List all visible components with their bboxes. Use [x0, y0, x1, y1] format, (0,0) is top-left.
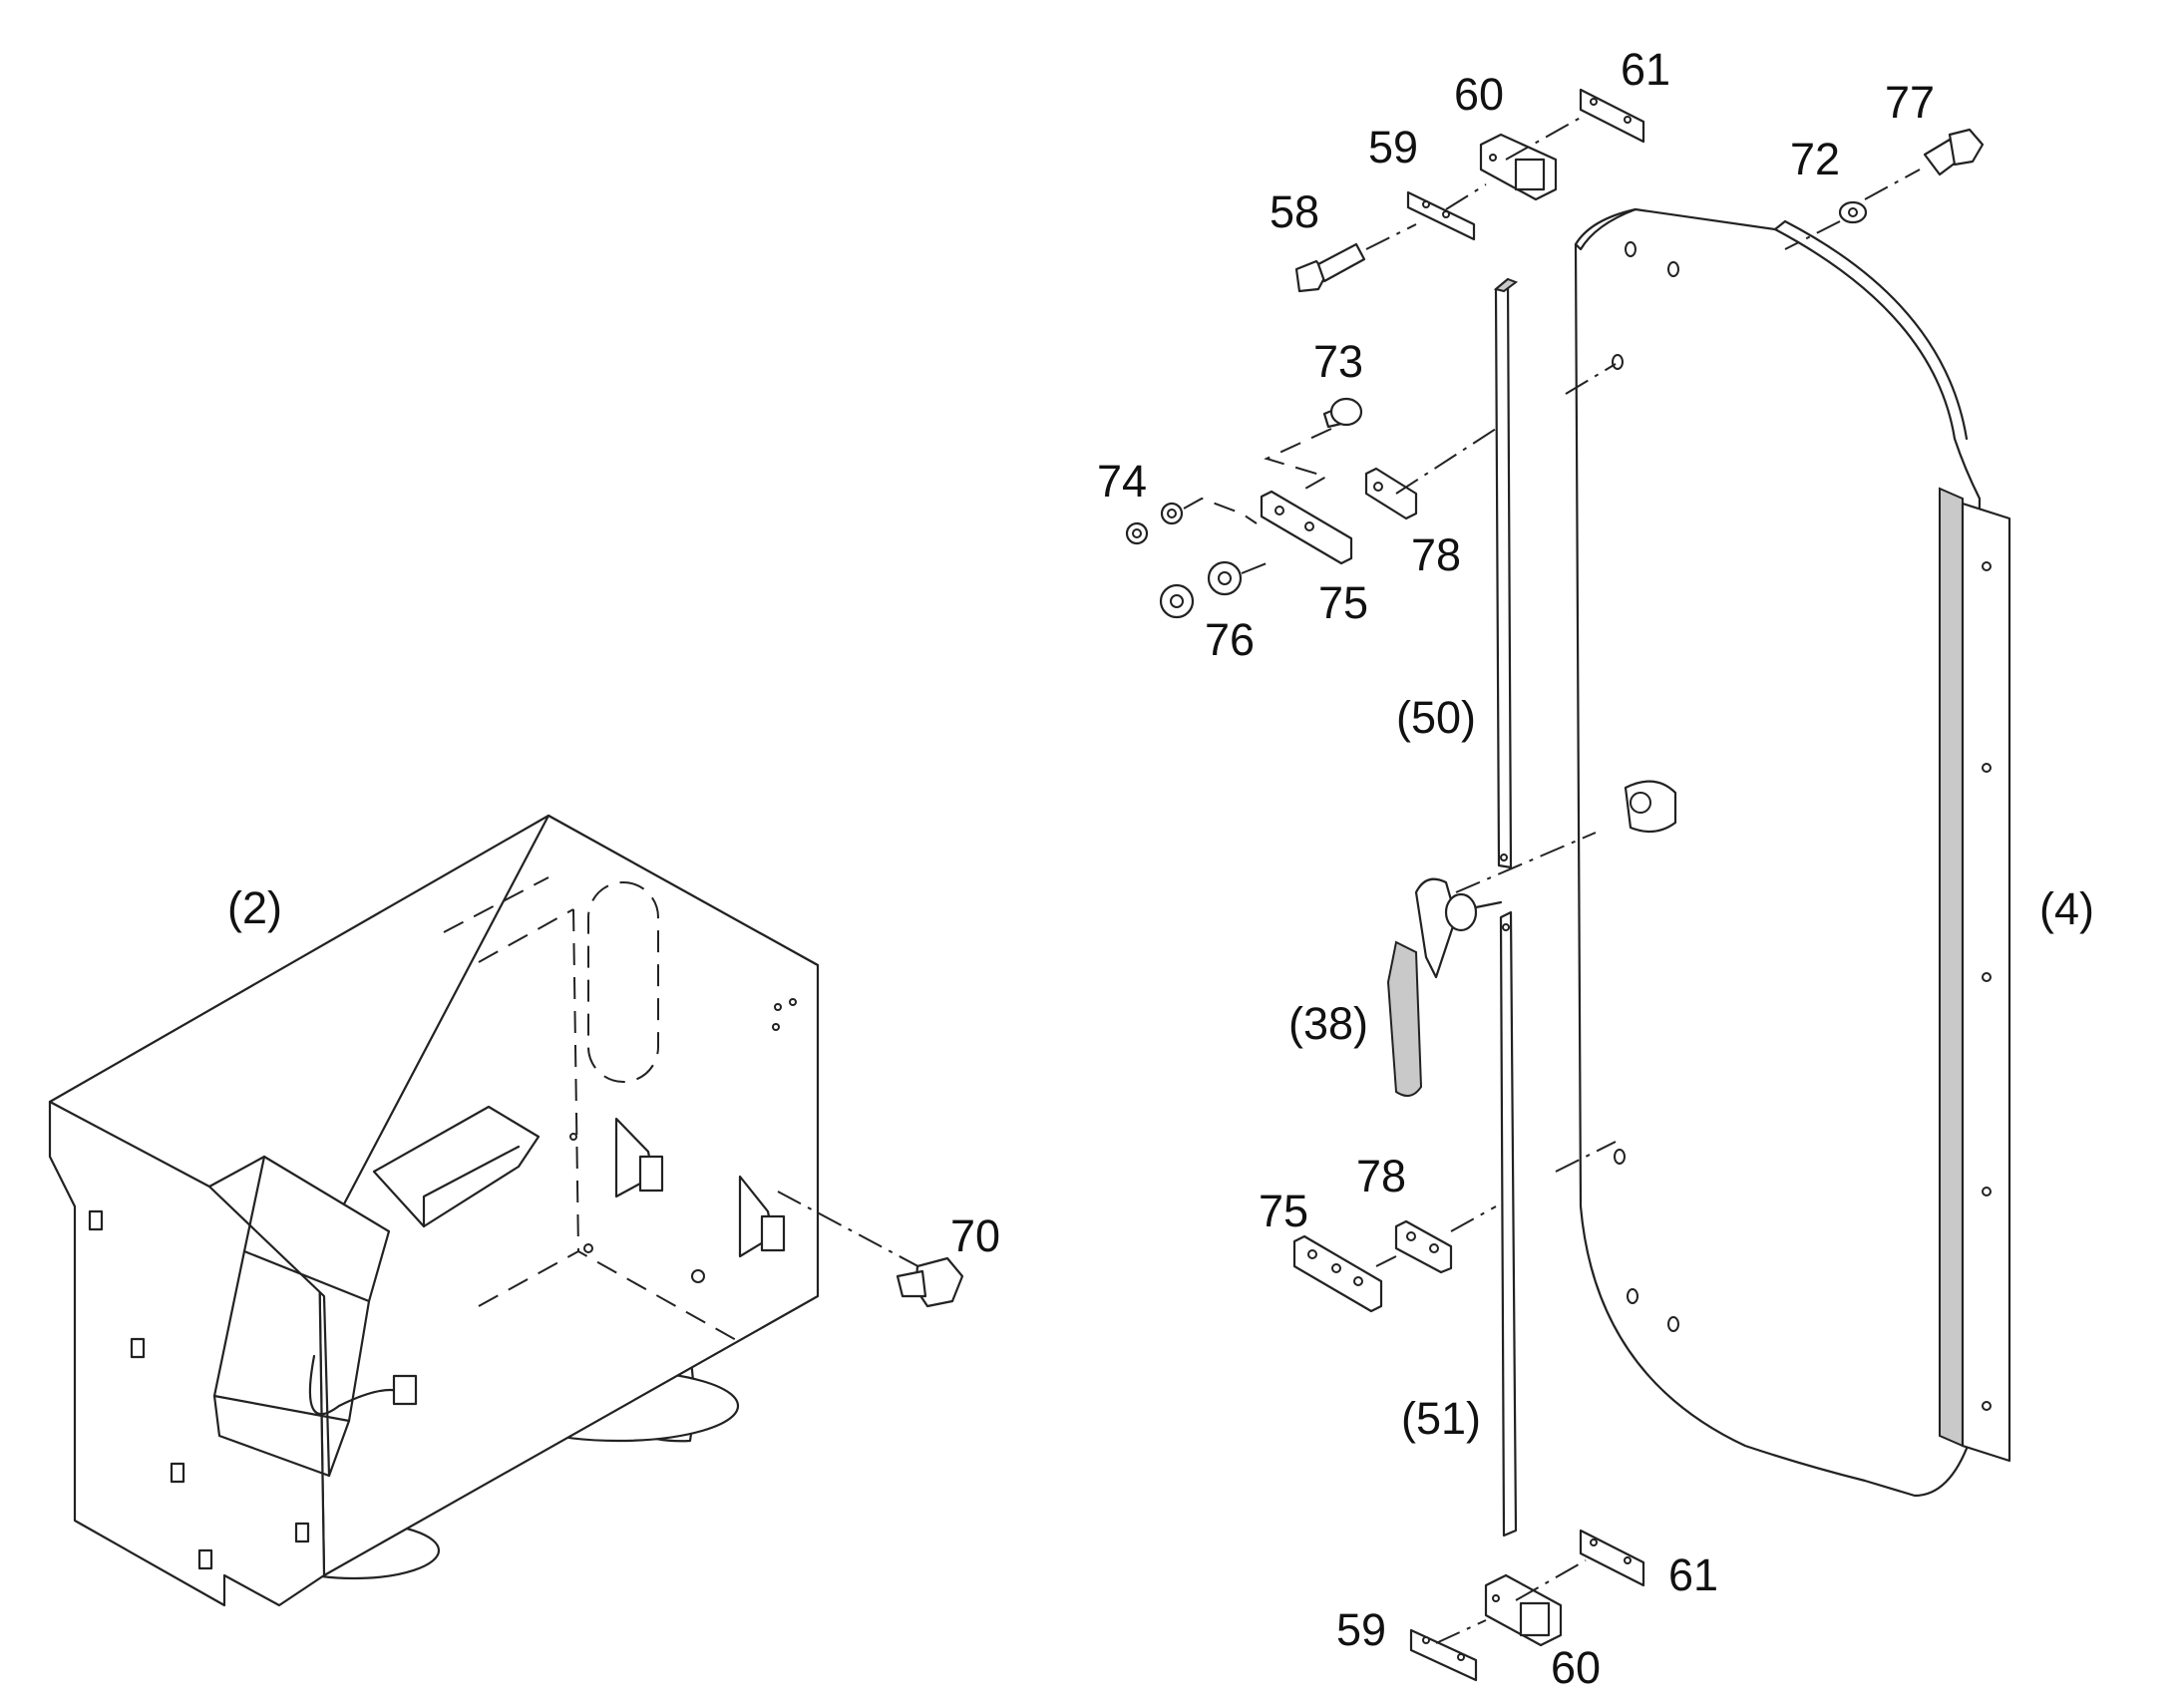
label-door: (4) — [2039, 883, 2094, 934]
label-part-61-bottom: 61 — [1668, 1549, 1718, 1600]
part-76-nut-icon — [1159, 560, 1268, 619]
part-75-plate-top-icon — [1260, 490, 1353, 565]
label-part-75-top: 75 — [1318, 577, 1368, 628]
latch-handle-icon — [1386, 832, 1597, 1097]
label-seal-lower: (51) — [1401, 1393, 1481, 1444]
label-part-75-bottom: 75 — [1259, 1186, 1308, 1236]
cabinet-body — [48, 814, 820, 1607]
part-58-bolt-icon — [1294, 223, 1417, 293]
label-part-73: 73 — [1313, 336, 1363, 387]
label-part-59-bottom: 59 — [1336, 1604, 1386, 1655]
door-panel — [1574, 207, 2011, 1498]
label-part-61-top: 61 — [1621, 44, 1670, 95]
label-part-78-bottom: 78 — [1356, 1151, 1406, 1201]
part-73-stud-icon — [1264, 397, 1363, 495]
label-latch-handle: (38) — [1288, 998, 1368, 1049]
label-part-78-top: 78 — [1411, 529, 1461, 580]
label-part-60-top: 60 — [1454, 69, 1504, 120]
label-part-74: 74 — [1097, 456, 1147, 507]
seal-strip-lower — [1499, 910, 1518, 1537]
part-59-plate-bottom-icon — [1409, 1619, 1487, 1682]
part-74-nut-icon — [1125, 497, 1258, 545]
seal-strip-upper — [1493, 277, 1519, 869]
label-part-76: 76 — [1205, 614, 1255, 665]
part-70-bolt-icon — [777, 1191, 964, 1308]
part-60-block-icon — [1479, 114, 1587, 201]
part-59-plate-icon — [1406, 183, 1487, 241]
part-61-plate-bottom-icon — [1579, 1529, 1645, 1587]
part-75-plate-bottom-icon — [1292, 1234, 1383, 1313]
label-cabinet: (2) — [227, 882, 282, 933]
part-61-plate-icon — [1579, 88, 1645, 144]
part-72-washer-icon — [1784, 200, 1868, 250]
label-part-77: 77 — [1885, 77, 1935, 128]
label-seal-upper: (50) — [1396, 692, 1476, 743]
label-part-72: 72 — [1790, 134, 1840, 184]
part-78-plate-bottom-icon — [1375, 1141, 1617, 1274]
label-part-59-top: 59 — [1368, 122, 1418, 172]
label-part-70: 70 — [950, 1210, 1000, 1261]
part-77-bolt-icon — [1864, 128, 1985, 200]
hinge-holes — [1982, 561, 1992, 1411]
part-78-plate-top-icon — [1364, 363, 1617, 520]
label-part-60-bottom: 60 — [1551, 1642, 1601, 1693]
label-part-58: 58 — [1270, 186, 1319, 237]
part-60-block-bottom-icon — [1484, 1559, 1587, 1647]
